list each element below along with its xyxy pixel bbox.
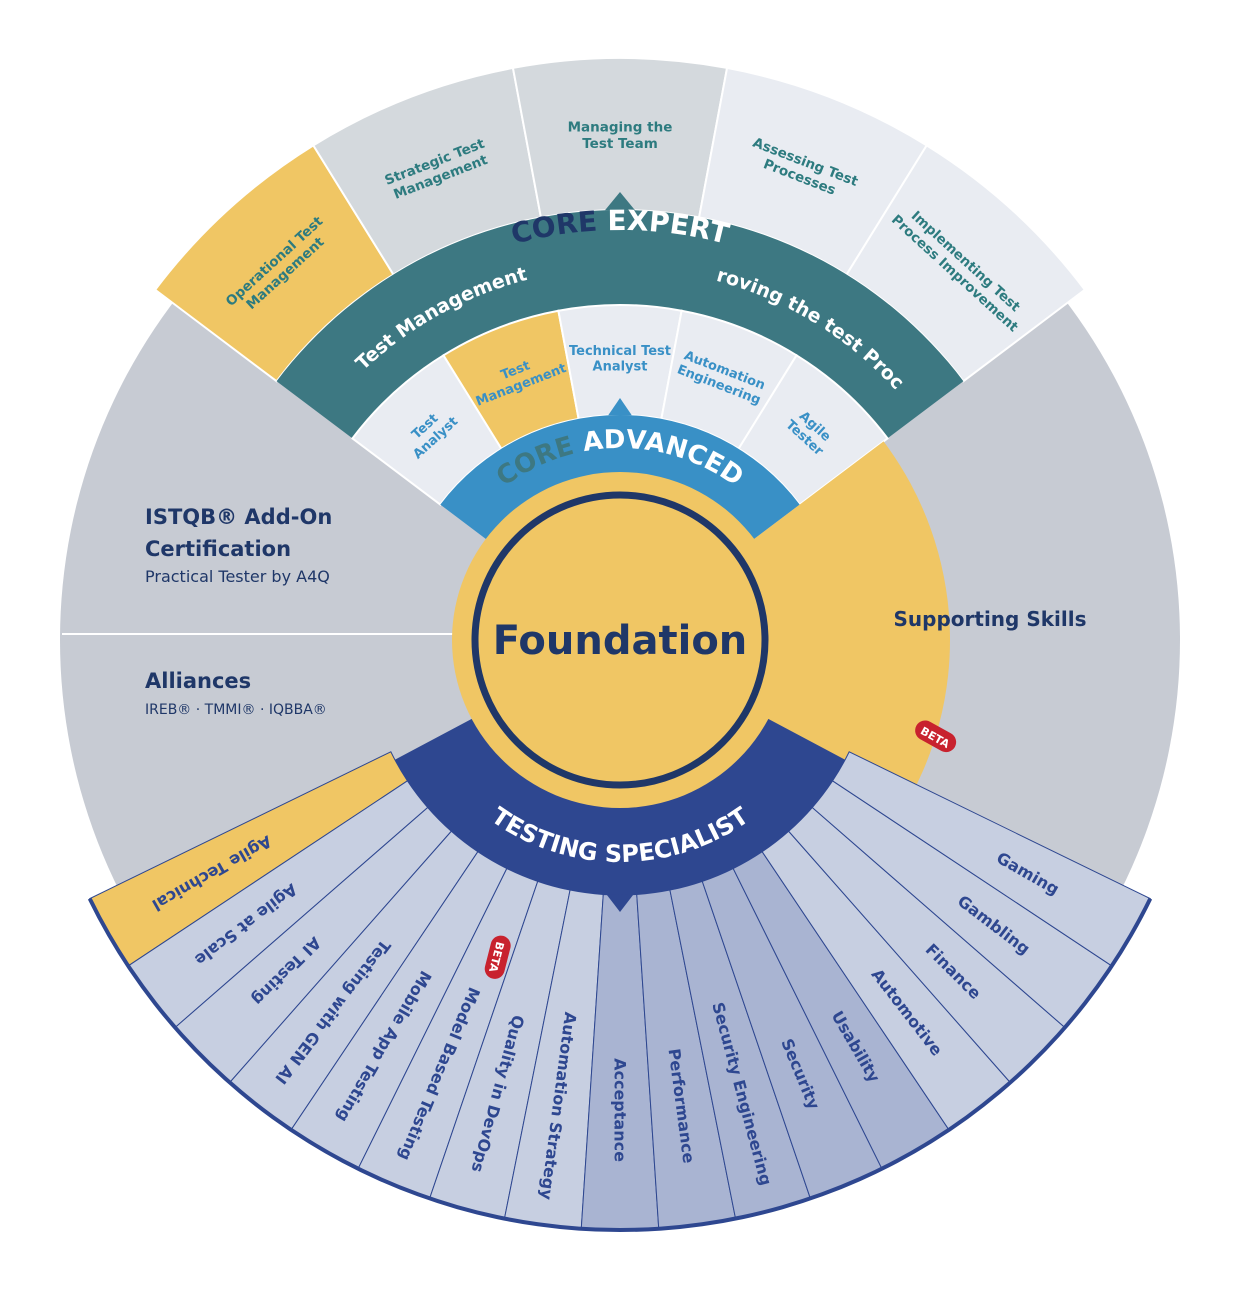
foundation-label: Foundation: [493, 618, 748, 664]
core-advanced-notch: [608, 398, 632, 416]
specialist-module-label-group: Acceptance: [610, 1058, 629, 1162]
advanced-module-label: Analyst: [593, 359, 648, 374]
beta-badge: BETA: [484, 935, 511, 979]
addon-title-line1: ISTQB® Add-On: [145, 505, 332, 529]
foundation-disc: [452, 472, 788, 808]
beta-badge-pill: [915, 720, 957, 753]
core-expert-notch: [604, 192, 636, 211]
expert-module-label: Test Team: [582, 136, 658, 152]
supporting-skills-label: Supporting Skills: [894, 607, 1087, 631]
advanced-module-label: Technical Test: [569, 344, 671, 359]
foundation-ring: [471, 491, 769, 789]
alliances-title: Alliances: [145, 669, 251, 693]
core-advanced-band: [440, 415, 800, 541]
specialist-module-label: Acceptance: [610, 1058, 629, 1162]
core-expert-band: [276, 210, 964, 439]
expert-module-label: Managing the: [568, 120, 673, 136]
addon-title-line2: Certification: [145, 537, 291, 561]
addon-subtitle: Practical Tester by A4Q: [145, 567, 330, 586]
alliances-subtitle: IREB® · TMMI® · IQBBA®: [145, 702, 327, 718]
testing-specialist-notch: [606, 894, 634, 912]
beta-badge-pill: [484, 935, 511, 979]
